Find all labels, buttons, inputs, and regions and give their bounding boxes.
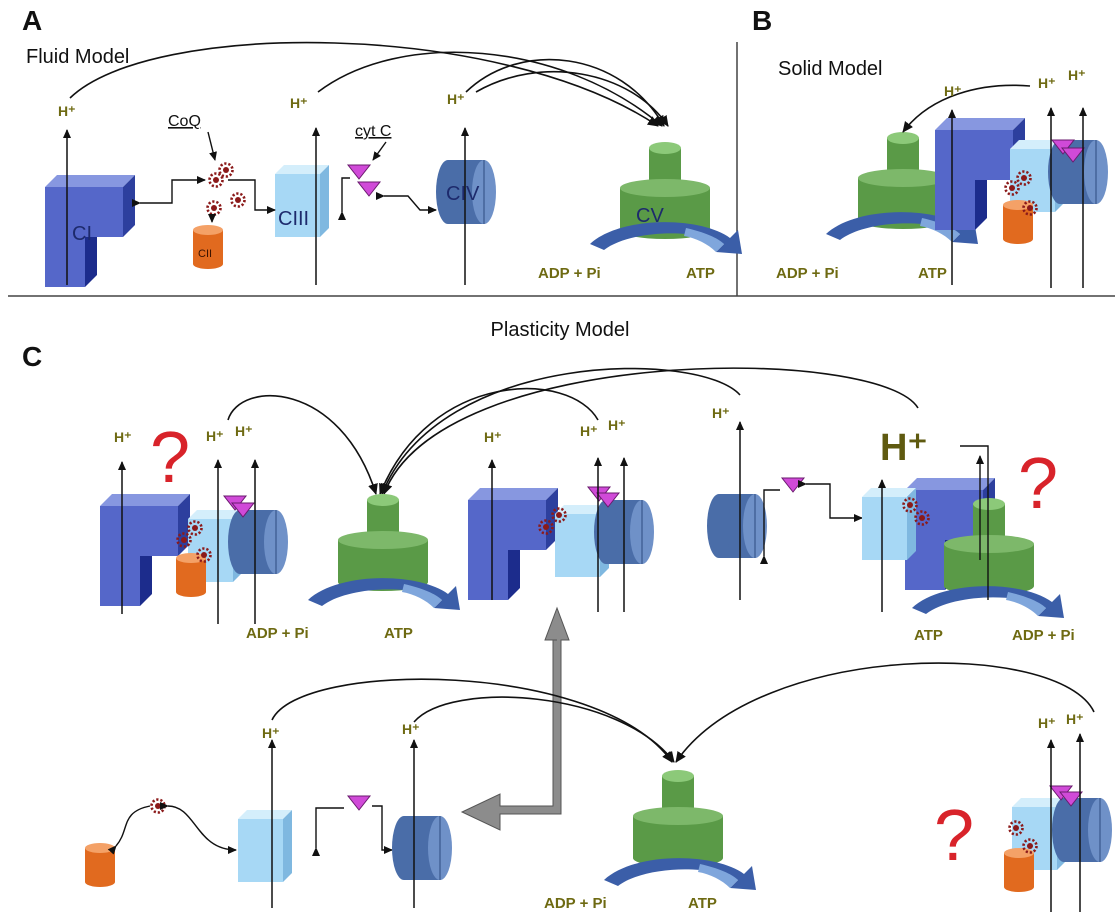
cytc-label: cyt C [355,123,391,140]
adp-label: ADP + Pi [776,265,839,282]
complex-i-label: CI [72,223,92,245]
proton-label: H⁺ [608,417,626,433]
complex-ii [1004,848,1034,892]
complex-ii [193,225,223,269]
panel-b-letter: B [752,5,772,36]
adp-label: ADP + Pi [538,265,601,282]
proton-label: H⁺ [1068,67,1086,83]
adp-label: ADP + Pi [246,625,309,642]
panel-a-title: Fluid Model [26,46,129,68]
transition-arrow [460,606,570,831]
proton-label: H⁺ [447,91,465,107]
complex-v-label: CV [636,205,664,227]
complex-iv-label: CIV [446,183,480,205]
coenzyme-q-icon [230,192,246,208]
cytochrome-c-icon [347,164,371,180]
panel-c-title: Plasticity Model [491,319,630,341]
proton-label: H⁺ [58,103,76,119]
coq-label: CoQ [168,113,201,130]
complex-iv [706,493,768,559]
adp-label: ADP + Pi [544,895,607,912]
panel-c: Plasticity Model C H⁺ H⁺ H⁺ ? ADP + Pi A… [22,319,1113,912]
coenzyme-q-icon [150,798,166,814]
atp-label: ATP [918,265,947,282]
proton-label: H⁺ [1038,75,1056,91]
cytochrome-c-icon [357,181,381,197]
proton-label: H⁺ [206,428,224,444]
atp-label: ATP [914,627,943,644]
complex-iv [1051,797,1113,863]
proton-label: H⁺ [712,405,730,421]
proton-label: H⁺ [1038,715,1056,731]
complex-ii [85,843,115,887]
question-mark: ? [150,418,190,498]
question-mark: ? [934,796,974,876]
panel-c-letter: C [22,341,42,372]
complex-i [468,488,558,600]
complex-iii [862,488,916,560]
proton-label: H⁺ [1066,711,1084,727]
atp-label: ATP [686,265,715,282]
atp-label: ATP [384,625,413,642]
complex-iv [227,509,289,575]
cytochrome-c-icon [347,795,371,811]
proton-label: H⁺ [235,423,253,439]
complex-iii [238,810,292,882]
atp-label: ATP [688,895,717,912]
coenzyme-q-icon [206,200,222,216]
rotation-arrow-icon [308,578,460,610]
proton-label: H⁺ [944,83,962,99]
panel-b-title: Solid Model [778,58,883,80]
complex-ii-label: CII [198,248,212,260]
complex-v [633,770,723,867]
proton-label: H⁺ [290,95,308,111]
proton-label-large: H⁺ [880,427,928,469]
proton-label: H⁺ [114,429,132,445]
panel-a: A Fluid Model CI CII CIII CIV CV H⁺ H⁺ H… [22,5,742,287]
rotation-arrow-icon [604,858,756,890]
cytochrome-c-icon [781,477,805,493]
question-mark: ? [1018,444,1058,524]
adp-label: ADP + Pi [1012,627,1075,644]
coenzyme-q-icon [208,172,224,188]
proton-label: H⁺ [484,429,502,445]
complex-iii-label: CIII [278,208,309,230]
proton-label: H⁺ [262,725,280,741]
panel-a-letter: A [22,5,42,36]
panel-b: B Solid Model H⁺ H⁺ H⁺ ADP + Pi ATP [752,5,1109,288]
proton-label: H⁺ [402,721,420,737]
complex-v [338,494,428,591]
complex-iv [391,815,453,881]
proton-label: H⁺ [580,423,598,439]
